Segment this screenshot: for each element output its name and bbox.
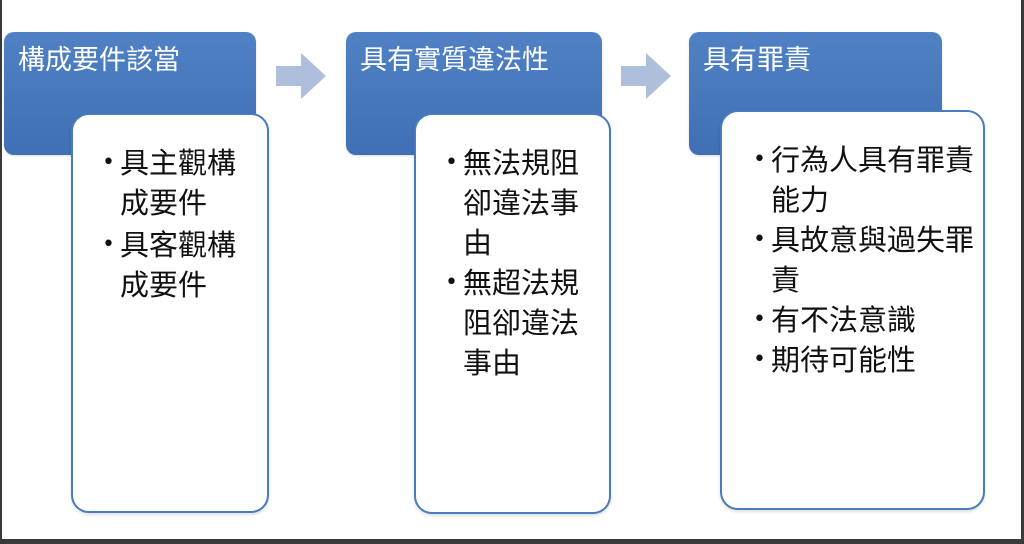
stage-3-card: • 行為人具有罪責能力 • 具故意與過失罪責 • 有不法意識 • 期待可能性 [720,110,985,510]
bullet-icon: • [753,227,766,252]
list-item-text: 具主觀構成要件 [120,146,237,220]
list-item: • 具客觀構成要件 [101,225,259,305]
stage-3-list: • 行為人具有罪責能力 • 具故意與過失罪責 • 有不法意識 • 期待可能性 [752,140,975,380]
frame-right-edge [1021,0,1024,544]
bullet-icon: • [445,270,458,295]
bullet-icon: • [753,307,766,332]
bullet-icon: • [753,147,766,172]
list-item: • 行為人具有罪責能力 [752,140,975,220]
list-item: • 無超法規阻卻違法事由 [444,263,601,383]
right-arrow-icon [621,53,671,99]
stage-3-title: 具有罪責 [703,45,811,76]
list-item-text: 行為人具有罪責能力 [771,143,975,217]
list-item-text: 具客觀構成要件 [120,228,237,302]
stage-2-list: • 無法規阻卻違法事由 • 無超法規阻卻違法事由 [444,143,601,383]
bullet-icon: • [102,150,115,175]
list-item-text: 具故意與過失罪責 [771,223,975,297]
frame-left-edge [0,0,2,544]
list-item: • 無法規阻卻違法事由 [444,143,601,263]
list-item-text: 無超法規阻卻違法事由 [463,266,580,380]
list-item: • 有不法意識 [752,300,975,340]
stage-2-card: • 無法規阻卻違法事由 • 無超法規阻卻違法事由 [414,113,611,514]
list-item-text: 期待可能性 [771,343,917,377]
bullet-icon: • [445,150,458,175]
list-item: • 期待可能性 [752,340,975,380]
list-item-text: 無法規阻卻違法事由 [463,146,580,260]
list-item: • 具主觀構成要件 [101,143,259,223]
right-arrow-icon [276,53,326,99]
bullet-icon: • [753,347,766,372]
bullet-icon: • [102,232,115,257]
frame-bottom-edge [0,539,1024,544]
stage-2-title: 具有實質違法性 [360,45,549,76]
stage-1-card: • 具主觀構成要件 • 具客觀構成要件 [71,113,269,513]
stage-1-list: • 具主觀構成要件 • 具客觀構成要件 [101,143,259,305]
list-item: • 具故意與過失罪責 [752,220,975,300]
stage-1-title: 構成要件該當 [18,45,180,76]
list-item-text: 有不法意識 [771,303,917,337]
